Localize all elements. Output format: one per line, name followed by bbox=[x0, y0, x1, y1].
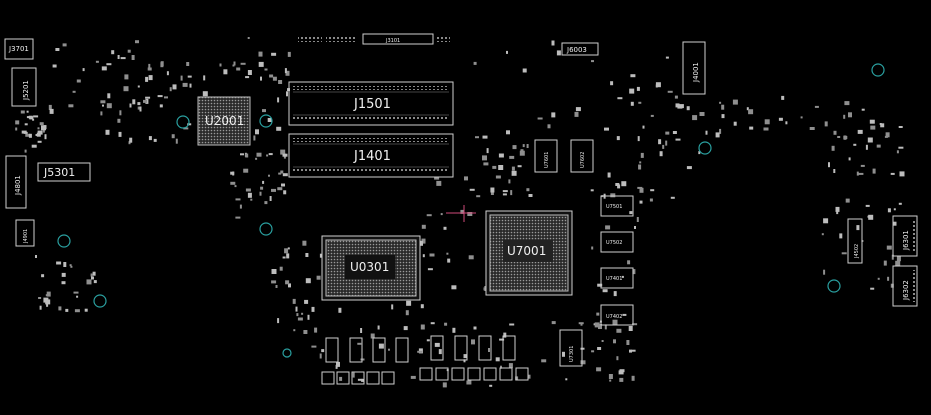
connector-j4502[interactable]: J4502 bbox=[847, 218, 863, 264]
chip-u7601[interactable]: U7601 bbox=[534, 139, 558, 173]
u7502-label: U7502 bbox=[606, 240, 622, 246]
u7601-label: U7601 bbox=[544, 152, 550, 168]
chip-u7502[interactable]: U7502 bbox=[600, 231, 634, 253]
passive-components bbox=[15, 37, 905, 388]
chip-u7401[interactable]: U7401 bbox=[600, 267, 634, 289]
chip-u7301[interactable]: U7301 bbox=[559, 329, 583, 367]
u2001-label: U2001 bbox=[205, 114, 244, 128]
chip-u7501[interactable]: U7501 bbox=[600, 195, 634, 217]
chip-u0301[interactable]: U0301 bbox=[321, 235, 421, 301]
mount-hole bbox=[93, 294, 107, 308]
connector-j3701[interactable]: J3701 bbox=[4, 38, 34, 60]
connector-j1501[interactable]: J1501 bbox=[288, 81, 454, 126]
j5201-label: J5201 bbox=[22, 80, 30, 101]
j6301-label: J6301 bbox=[902, 230, 910, 251]
u7401-label: U7401 bbox=[606, 276, 622, 282]
j4801-label: J4801 bbox=[14, 175, 22, 196]
chip-u7402[interactable]: U7402 bbox=[600, 304, 634, 326]
j5301-label: J5301 bbox=[43, 166, 75, 179]
connector-j4901[interactable]: J4901 bbox=[15, 219, 35, 247]
mounting-holes bbox=[57, 63, 885, 358]
connector-j5201[interactable]: J5201 bbox=[11, 67, 37, 107]
connector-j4801[interactable]: J4801 bbox=[5, 155, 27, 209]
u7001-label: U7001 bbox=[507, 244, 546, 258]
u7301-label: U7301 bbox=[569, 346, 575, 362]
u7402-label: U7402 bbox=[606, 314, 622, 320]
j4502-label: J4502 bbox=[854, 244, 860, 259]
chip-u7602[interactable]: U7602 bbox=[570, 139, 594, 173]
j6302-label: J6302 bbox=[902, 280, 910, 301]
chip-u7001[interactable]: U7001 bbox=[485, 210, 573, 296]
mount-hole bbox=[57, 234, 71, 248]
mount-hole bbox=[871, 63, 885, 77]
j1401-label: J1401 bbox=[353, 149, 391, 164]
connector-j6003[interactable]: J6003 bbox=[561, 42, 599, 56]
connector-j5301[interactable]: J5301 bbox=[37, 162, 91, 182]
j1501-label: J1501 bbox=[353, 97, 391, 112]
connector-j3101[interactable]: J3101 bbox=[298, 33, 450, 45]
connector-j6302[interactable]: J6302 bbox=[892, 265, 918, 307]
connector-j4001[interactable]: J4001 bbox=[682, 41, 706, 95]
u7602-label: U7602 bbox=[580, 152, 586, 168]
u0301-label: U0301 bbox=[350, 260, 389, 274]
connector-j1401[interactable]: J1401 bbox=[288, 133, 454, 178]
j4901-label: J4901 bbox=[23, 229, 29, 244]
u7501-label: U7501 bbox=[606, 204, 622, 210]
mount-hole bbox=[259, 222, 273, 236]
mount-hole bbox=[698, 141, 712, 155]
mount-hole bbox=[259, 114, 273, 128]
j4001-label: J4001 bbox=[692, 62, 700, 83]
mount-hole bbox=[176, 115, 190, 129]
j6003-label: J6003 bbox=[566, 46, 587, 54]
chip-u2001[interactable]: U2001 bbox=[197, 96, 251, 146]
mount-hole bbox=[282, 348, 292, 358]
connector-j6301[interactable]: J6301 bbox=[892, 215, 918, 257]
mount-hole bbox=[827, 279, 841, 293]
highlight-trace bbox=[446, 205, 476, 222]
j3701-label: J3701 bbox=[8, 45, 29, 53]
j3101-label: J3101 bbox=[385, 38, 400, 44]
